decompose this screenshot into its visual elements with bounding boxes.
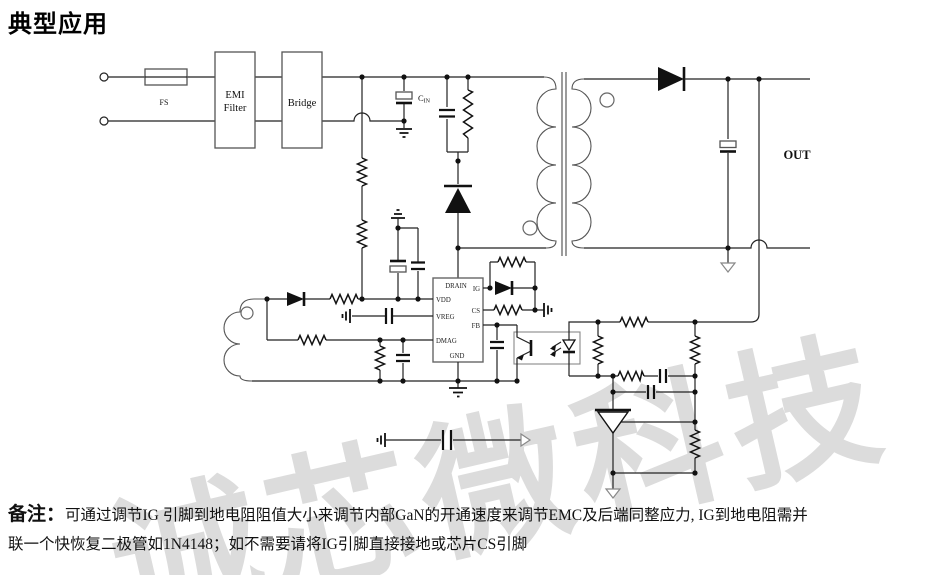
ig-network: [483, 255, 536, 310]
input-terminals: [99, 72, 109, 126]
emi-label-line1: EMI: [225, 90, 245, 101]
opto-phototransistor-icon: [516, 325, 533, 381]
primary-ground-icon: [449, 387, 467, 398]
vdd-ground-icon: [391, 209, 405, 219]
ic-pin-vdd: VDD: [436, 297, 451, 304]
opto-led-icon: [550, 321, 598, 377]
feedback-ground-arrow-icon: [604, 488, 622, 499]
bridge-block: Bridge: [281, 51, 323, 149]
primary-winding: [522, 76, 557, 249]
startup-resistors: [355, 77, 369, 299]
ic-pin-cs: CS: [472, 308, 481, 315]
ic-pin-gnd: GND: [450, 353, 465, 360]
snubber-diode: [444, 184, 546, 278]
vreg-capacitor: [341, 308, 433, 324]
emi-filter-block: EMI Filter: [214, 51, 256, 149]
vreg-ground-icon: [341, 309, 351, 323]
ic-pin-dmag: DMAG: [436, 338, 457, 345]
fuse: FS: [144, 68, 188, 107]
tl431-shunt-regulator-icon: [595, 408, 631, 435]
snubber-rc: [439, 77, 475, 184]
cin-label-base: C: [418, 93, 424, 103]
fb-capacitor: [483, 324, 517, 381]
ycap-primary-ground-icon: [376, 433, 386, 447]
cin-label: CIN: [418, 93, 431, 105]
junction-dots: [264, 74, 762, 476]
vdd-supply-branch: [266, 292, 433, 340]
ic-pin-vreg: VREG: [436, 314, 455, 321]
ic-pin-drain: DRAIN: [445, 283, 467, 290]
transformer: [522, 72, 615, 256]
cs-ground-icon: [543, 303, 553, 317]
aux-polarity-dot: [240, 306, 254, 320]
cin-label-sub: IN: [424, 99, 431, 105]
secondary-polarity-dot: [599, 92, 615, 108]
output-capacitor: [719, 79, 737, 248]
aux-winding: [223, 298, 267, 382]
note-label: 备注：: [8, 504, 66, 525]
optocoupler: [513, 321, 598, 381]
secondary-winding: [571, 78, 615, 249]
vdd-capacitors: [389, 209, 425, 299]
ic-pin-ig: IG: [473, 286, 480, 293]
controller-ic: DRAIN IG VDD CS VREG FB DMAG GND: [432, 277, 484, 363]
dmag-network: [267, 333, 433, 381]
primary-polarity-dot: [522, 220, 538, 236]
cin-capacitor: CIN: [395, 77, 431, 138]
bridge-label: Bridge: [288, 98, 317, 109]
ic-pin-fb: FB: [472, 323, 481, 330]
page-title: 典型应用: [8, 11, 108, 38]
cin-ground-icon: [396, 128, 412, 138]
cs-resistor: [483, 303, 553, 317]
note-text-line2: 联一个快恢复二极管如1N4148；如不需要请将IG引脚直接接地或芯片CS引脚: [8, 536, 528, 554]
out-label: OUT: [783, 148, 811, 162]
emi-label-line2: Filter: [224, 103, 247, 114]
primary-ground-rail: [252, 362, 517, 398]
transformer-core: [561, 72, 567, 256]
note-block: 备注：可通过调节IG 引脚到地电阻阻值大小来调节内部GaN的开通速度来调节EMC…: [8, 498, 940, 558]
secondary-ground-arrow-icon: [719, 262, 737, 273]
output-rails: OUT: [584, 148, 811, 273]
ycap-secondary-arrow-icon: [520, 432, 532, 448]
fuse-label: FS: [160, 98, 169, 107]
y-capacitor: [376, 430, 532, 450]
output-diode: [584, 67, 810, 91]
note-text-line1: 可通过调节IG 引脚到地电阻阻值大小来调节内部GaN的开通速度来调节EMC及后端…: [65, 507, 808, 524]
